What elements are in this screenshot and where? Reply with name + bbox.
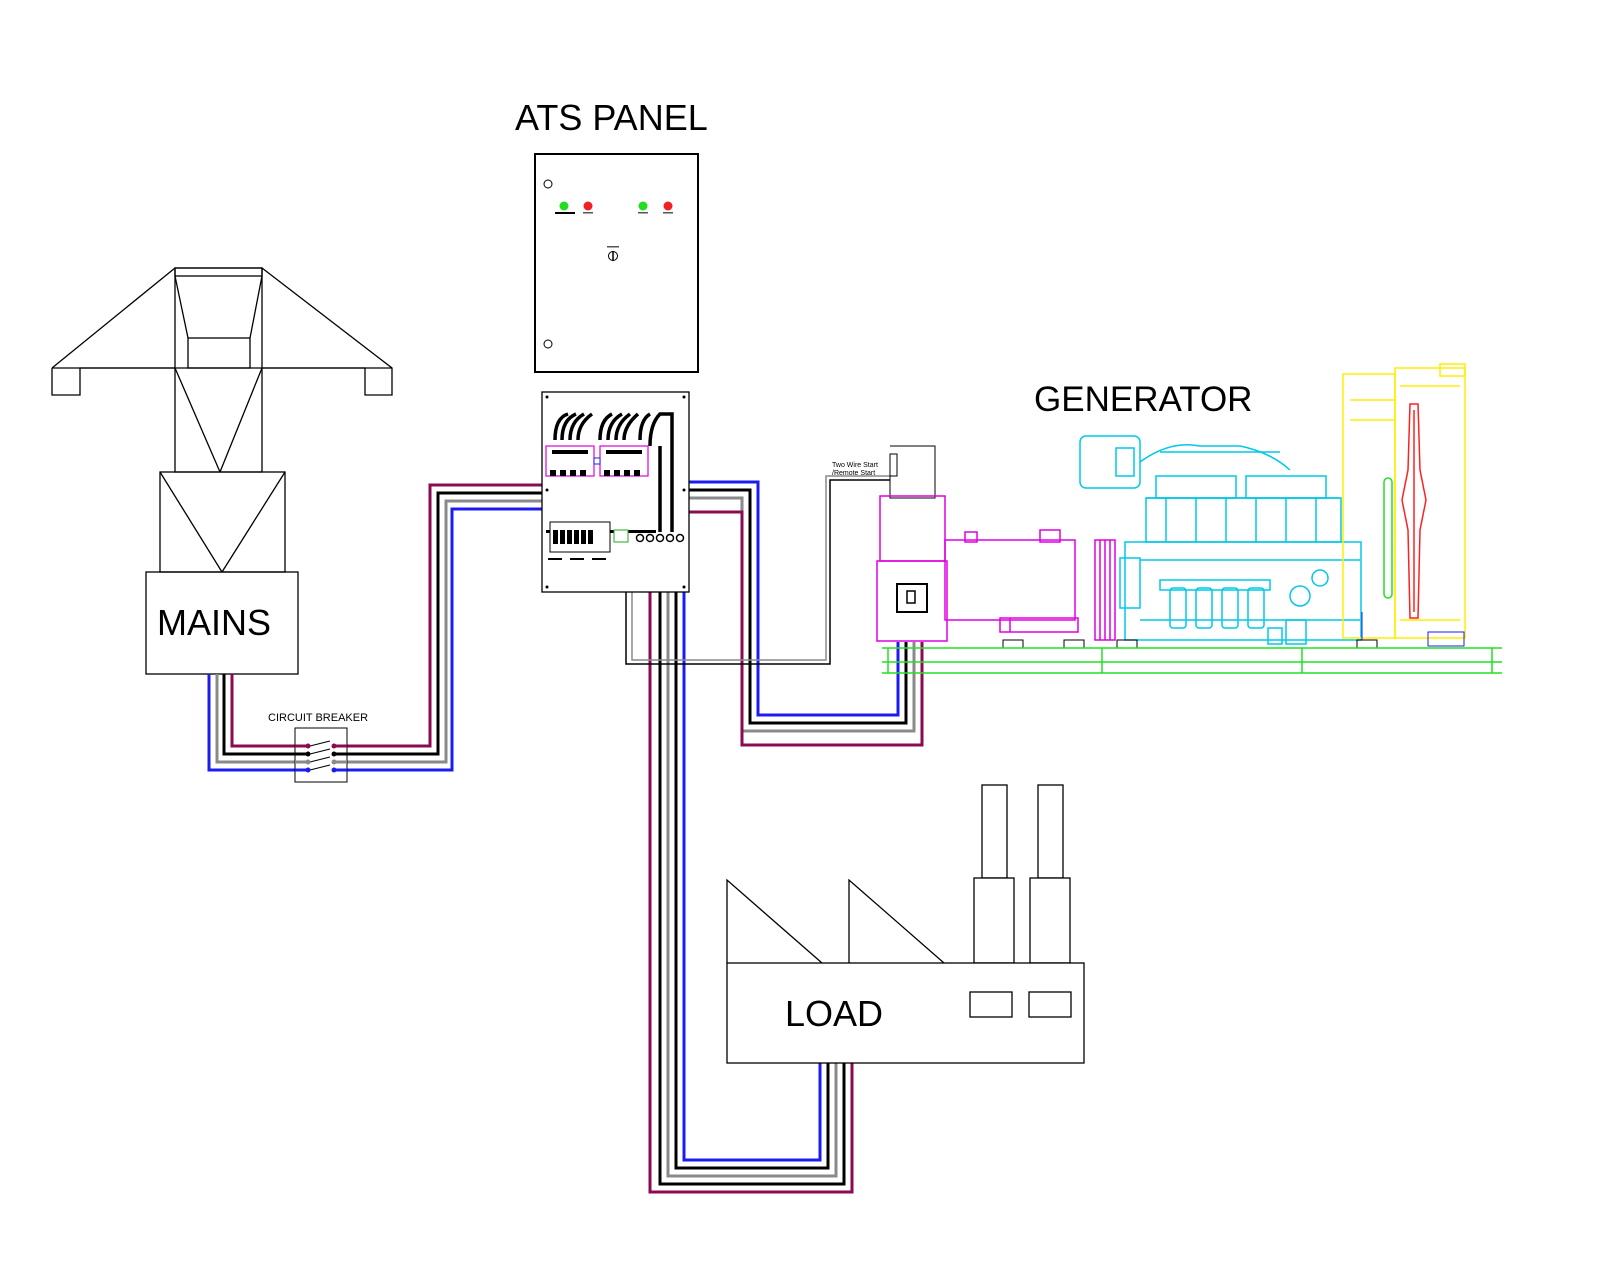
load-box [726, 962, 1085, 1064]
ats-panel-title: ATS PANEL [515, 97, 708, 138]
generator-label: GENERATOR [1034, 380, 1252, 419]
ats-door [534, 153, 699, 373]
control-cable [625, 475, 890, 665]
factory-window-icon [969, 991, 1013, 1018]
mains-on-lamp-icon [559, 201, 569, 211]
factory-icon [726, 784, 1085, 1064]
factory-window-icon [1028, 991, 1072, 1018]
ats-cabinet-icon [534, 153, 699, 593]
generator-set-icon [876, 363, 1502, 674]
load-label: LOAD [785, 993, 883, 1034]
mains-box [145, 571, 299, 675]
breaker-icon [294, 727, 348, 783]
door-hinge-icon [543, 179, 553, 189]
remote-start-label: /Remote Start [832, 470, 875, 477]
ats-interior [541, 391, 690, 593]
cable-ats-to-load [648, 532, 854, 1194]
circuit-breaker-label: CIRCUIT BREAKER [268, 712, 368, 724]
two-wire-start-label: Two Wire Start [832, 462, 878, 469]
gen-fault-lamp-icon [663, 201, 673, 211]
gen-on-lamp-icon [638, 201, 648, 211]
mcb-row-icon [549, 521, 611, 553]
door-hinge-icon [543, 339, 553, 349]
mains-fault-lamp-icon [583, 201, 593, 211]
transmission-tower-icon [51, 267, 393, 675]
mains-label: MAINS [157, 602, 271, 643]
